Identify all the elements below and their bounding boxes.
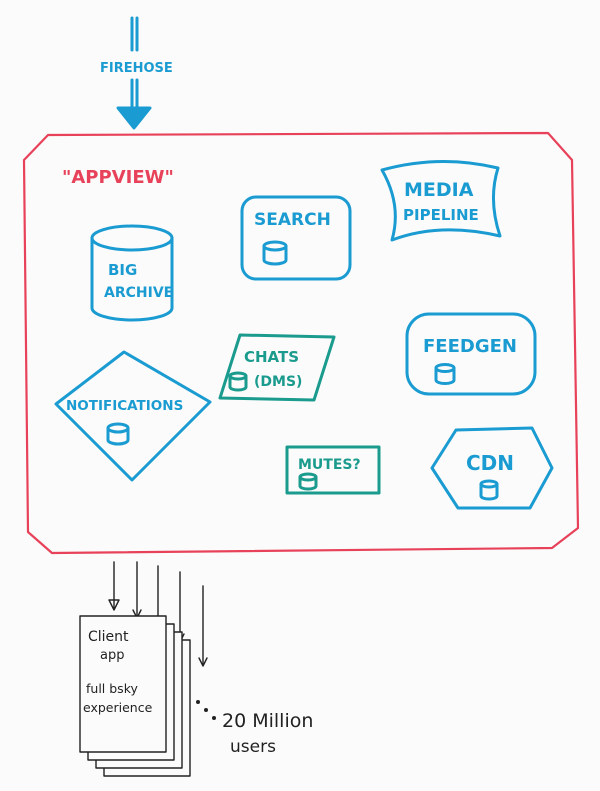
appview-boundary: "APPVIEW" [22, 131, 580, 555]
notifications-diamond [54, 350, 212, 482]
cdn-node: CDN [430, 426, 554, 510]
cdn-hexagon [430, 426, 554, 510]
feedgen-node: FEEDGEN [405, 312, 537, 396]
search-node: SEARCH [240, 195, 352, 281]
feedgen-box [405, 312, 537, 396]
client-app-stack: Client app full bsky experience [79, 615, 191, 777]
client-arrow-5-head [198, 657, 208, 667]
users-dot-1 [196, 700, 200, 704]
notifications-label: NOTIFICATIONS [66, 398, 183, 414]
firehose-arrow-head [116, 106, 152, 130]
client-line2: app [100, 648, 124, 663]
firehose-input: FIREHOSE [100, 16, 173, 130]
client-line1: Client [88, 629, 129, 645]
big-archive-line2: ARCHIVE [104, 285, 173, 301]
users-annotation: 20 Million users [196, 700, 313, 757]
firehose-label: FIREHOSE [100, 61, 173, 76]
chats-parallelogram [218, 333, 336, 402]
client-line4: experience [83, 700, 153, 715]
feedgen-label: FEEDGEN [423, 336, 517, 357]
client-card-front [79, 615, 167, 753]
appview-octagon [22, 131, 580, 555]
media-pipeline-line1: MEDIA [404, 179, 474, 201]
chats-node: CHATS (DMS) [218, 333, 336, 402]
mutes-label: MUTES? [298, 457, 361, 473]
search-db-icon [262, 240, 288, 266]
mutes-box [285, 445, 381, 495]
media-pipeline-node: MEDIA PIPELINE [380, 159, 502, 242]
mutes-db-icon [298, 472, 318, 491]
client-line3: full bsky [86, 681, 138, 696]
media-pipeline-line2: PIPELINE [403, 206, 479, 224]
big-archive-cylinder-body [90, 236, 174, 322]
notifications-db-icon [106, 422, 130, 446]
big-archive-line1: BIG [108, 261, 137, 279]
feedgen-db-icon [434, 363, 456, 385]
big-archive-cylinder-top [90, 224, 174, 252]
users-line1: 20 Million [222, 710, 313, 732]
media-pipeline-banner [380, 159, 502, 242]
mutes-node: MUTES? [285, 445, 381, 495]
users-dot-2 [204, 708, 208, 712]
search-label: SEARCH [254, 210, 331, 230]
appview-title: "APPVIEW" [62, 167, 174, 188]
cdn-label: CDN [466, 451, 514, 475]
chats-db-icon [228, 371, 248, 392]
search-box [240, 195, 352, 281]
client-arrow-1-head [108, 599, 120, 611]
chats-line2: (DMS) [254, 374, 302, 390]
notifications-node: NOTIFICATIONS [54, 350, 212, 482]
big-archive-node: BIG ARCHIVE [90, 224, 174, 322]
users-line2: users [230, 737, 276, 757]
cdn-db-icon [479, 479, 499, 501]
users-dot-3 [212, 716, 216, 720]
chats-line1: CHATS [244, 348, 299, 366]
